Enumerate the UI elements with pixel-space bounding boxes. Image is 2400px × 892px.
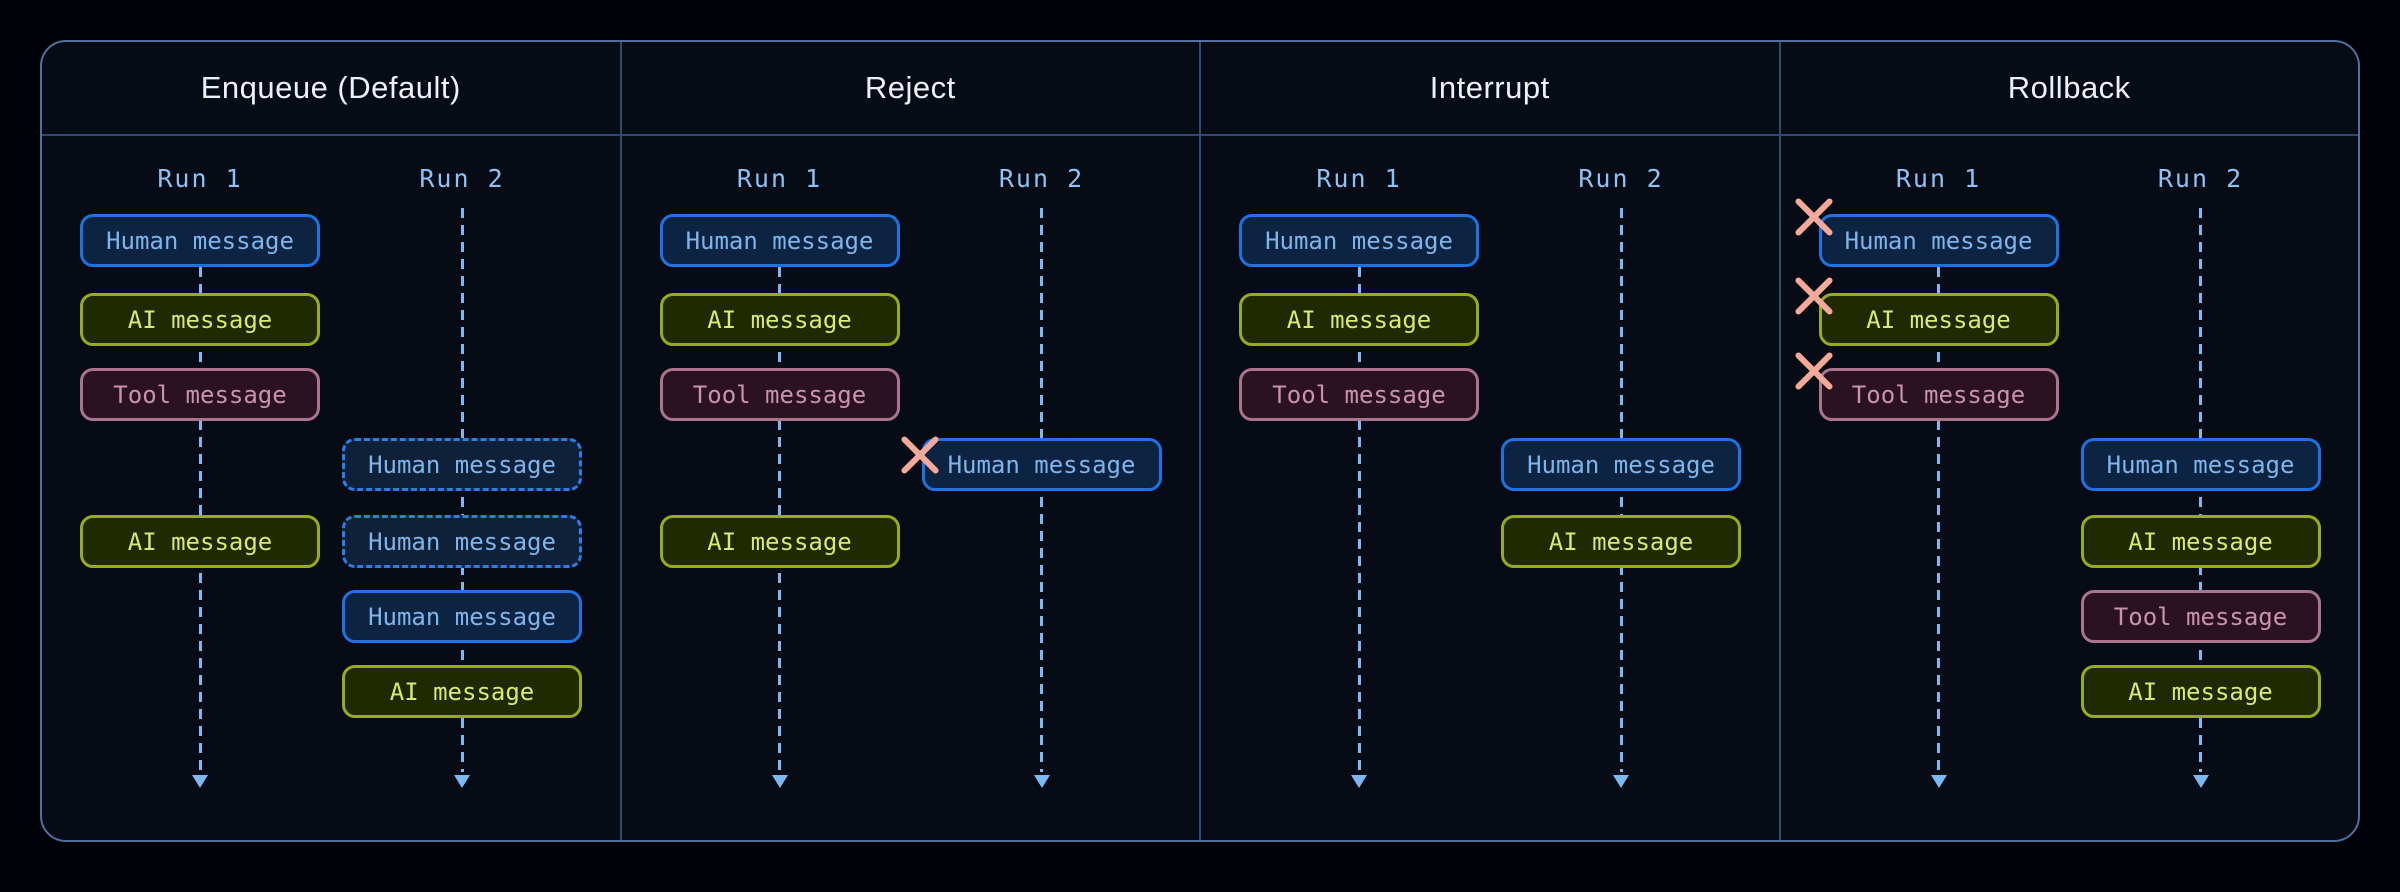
message-label: Tool message bbox=[113, 380, 287, 409]
message-label: Tool message bbox=[2113, 602, 2288, 631]
strategies-panel: Enqueue (Default) Run 1 Human message AI me… bbox=[40, 40, 2360, 842]
message-label: Human message bbox=[106, 226, 294, 255]
x-mark-icon bbox=[1796, 199, 1832, 235]
x-mark-icon bbox=[902, 437, 938, 473]
arrow-down-icon bbox=[1613, 775, 1629, 788]
message-label: Human message bbox=[1527, 450, 1715, 479]
arrow-down-icon bbox=[1930, 775, 1947, 788]
run-label: Run 2 bbox=[2157, 164, 2244, 193]
message-label: Human message bbox=[685, 226, 874, 255]
tool-message-box: Tool message bbox=[80, 368, 320, 421]
column-header-rollback: Rollback bbox=[1780, 42, 2358, 136]
x-mark-icon bbox=[1796, 353, 1832, 389]
ai-message-box: AI message bbox=[1501, 515, 1741, 568]
message-label: Human message bbox=[1265, 226, 1453, 255]
tool-message-box: Tool message bbox=[1818, 368, 2059, 421]
message-label: Tool message bbox=[1272, 380, 1446, 409]
run-label: Run 1 bbox=[736, 164, 823, 193]
message-label: AI message bbox=[2128, 677, 2273, 706]
message-label: AI message bbox=[1548, 527, 1694, 556]
ai-message-box: AI message bbox=[80, 293, 320, 346]
arrow-down-icon bbox=[2192, 775, 2209, 788]
tool-message-box: Tool message bbox=[1239, 368, 1479, 421]
strategy-column-enqueue: Enqueue (Default) Run 1 Human message AI me… bbox=[42, 42, 622, 840]
column-header-enqueue: Enqueue (Default) bbox=[42, 42, 620, 136]
message-label: Human message bbox=[368, 602, 556, 631]
message-label: Human message bbox=[1844, 226, 2033, 255]
run-label: Run 1 bbox=[157, 164, 243, 193]
message-label: Tool message bbox=[692, 380, 867, 409]
message-label: AI message bbox=[2128, 527, 2273, 556]
run-label: Run 2 bbox=[998, 164, 1085, 193]
human-message-box-queued: Human message bbox=[342, 438, 582, 491]
run-timeline bbox=[198, 216, 202, 772]
human-message-box: Human message bbox=[659, 214, 900, 267]
human-message-box: Human message bbox=[80, 214, 320, 267]
run-timeline bbox=[1357, 216, 1361, 772]
tool-message-box: Tool message bbox=[2080, 590, 2321, 643]
human-message-box: Human message bbox=[342, 590, 582, 643]
human-message-box: Human message bbox=[1501, 438, 1741, 491]
arrow-down-icon bbox=[1033, 775, 1050, 788]
ai-message-box: AI message bbox=[2080, 665, 2321, 718]
message-label: Tool message bbox=[1851, 380, 2026, 409]
message-label: AI message bbox=[707, 527, 852, 556]
column-header-interrupt: Interrupt bbox=[1201, 42, 1779, 136]
arrow-down-icon bbox=[192, 775, 208, 788]
message-label: AI message bbox=[127, 305, 273, 334]
run-timeline bbox=[1937, 216, 1940, 772]
column-title: Rollback bbox=[2007, 70, 2131, 105]
column-title: Reject bbox=[864, 70, 956, 105]
run-label: Run 2 bbox=[1578, 164, 1664, 193]
x-mark-icon bbox=[1796, 278, 1832, 314]
message-label: AI message bbox=[127, 527, 273, 556]
ai-message-box: AI message bbox=[1239, 293, 1479, 346]
ai-message-box: AI message bbox=[659, 293, 900, 346]
column-title: Enqueue (Default) bbox=[200, 70, 461, 105]
message-label: AI message bbox=[1866, 305, 2011, 334]
arrow-down-icon bbox=[1351, 775, 1367, 788]
column-header-reject: Reject bbox=[621, 42, 1199, 136]
message-label: AI message bbox=[389, 677, 535, 706]
ai-message-box: AI message bbox=[1818, 293, 2059, 346]
ai-message-box: AI message bbox=[342, 665, 582, 718]
human-message-box-queued: Human message bbox=[342, 515, 582, 568]
ai-message-box: AI message bbox=[659, 515, 900, 568]
human-message-box: Human message bbox=[1239, 214, 1479, 267]
message-label: Human message bbox=[368, 527, 556, 556]
arrow-down-icon bbox=[454, 775, 470, 788]
message-label: Human message bbox=[368, 450, 556, 479]
message-label: AI message bbox=[707, 305, 852, 334]
message-label: AI message bbox=[1286, 305, 1432, 334]
human-message-box: Human message bbox=[2080, 438, 2321, 491]
run-label: Run 1 bbox=[1895, 164, 1982, 193]
message-label: Human message bbox=[947, 450, 1136, 479]
human-message-box: Human message bbox=[921, 438, 1162, 491]
run-timeline bbox=[778, 216, 781, 772]
ai-message-box: AI message bbox=[80, 515, 320, 568]
run-label: Run 2 bbox=[419, 164, 505, 193]
tool-message-box: Tool message bbox=[659, 368, 900, 421]
ai-message-box: AI message bbox=[2080, 515, 2321, 568]
column-title: Interrupt bbox=[1429, 70, 1550, 105]
run-label: Run 1 bbox=[1316, 164, 1402, 193]
human-message-box: Human message bbox=[1818, 214, 2059, 267]
arrow-down-icon bbox=[771, 775, 788, 788]
message-label: Human message bbox=[2106, 450, 2295, 479]
